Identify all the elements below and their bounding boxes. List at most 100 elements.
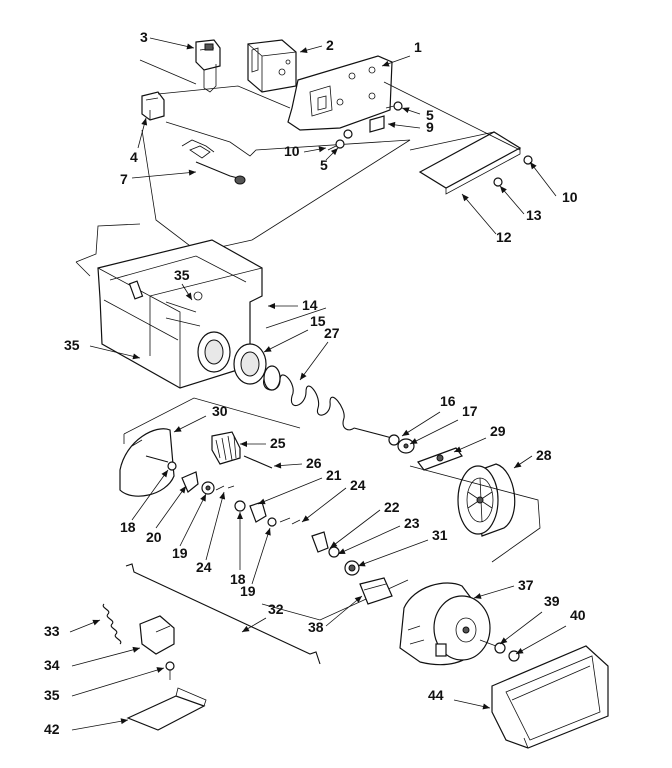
leader-arrow-c22 — [330, 541, 338, 548]
leader-arrow-c26 — [274, 462, 282, 469]
callout-number-c10a: 10 — [284, 143, 300, 159]
callout-number-c22: 22 — [384, 499, 400, 515]
leader-line-c40 — [515, 625, 567, 655]
leader-arrow-c13 — [500, 186, 507, 194]
leader-line-c17 — [409, 419, 459, 445]
callout-number-c27: 27 — [324, 325, 340, 341]
part-32-rod — [125, 563, 321, 665]
leader-arrow-c32 — [242, 625, 250, 632]
leader-line-c7 — [131, 171, 197, 179]
leader-arrow-c19b — [265, 528, 271, 536]
callout-number-c7: 7 — [120, 171, 128, 187]
leader-line-c18a — [131, 469, 169, 521]
part-7-wire — [181, 139, 246, 185]
part-1-bracket — [287, 55, 393, 131]
leader-line-c3 — [149, 37, 195, 49]
leader-arrow-c2 — [300, 47, 308, 54]
callout-number-c42: 42 — [44, 721, 60, 737]
callout-number-c35b: 35 — [64, 337, 80, 353]
leader-line-c16 — [401, 411, 441, 437]
leader-line-c23 — [337, 525, 401, 555]
leader-arrow-c44 — [482, 703, 490, 710]
callout-number-c9: 9 — [426, 119, 434, 135]
leader-arrow-c37 — [474, 593, 482, 599]
part-4-bracket — [141, 91, 165, 121]
callout-number-c26: 26 — [306, 455, 322, 471]
part-33-spring — [102, 603, 122, 645]
leader-arrow-c20 — [179, 486, 186, 494]
leader-arrow-c19a — [200, 494, 206, 502]
callout-number-c25: 25 — [270, 435, 286, 451]
leader-arrow-c23 — [338, 548, 346, 554]
callout-number-c34: 34 — [44, 657, 60, 673]
leader-arrow-c29 — [454, 446, 462, 452]
leader-line-c27 — [299, 341, 329, 381]
callout-number-c3: 3 — [140, 29, 148, 45]
leader-arrow-c18b — [237, 512, 243, 519]
leader-arrow-c35a — [185, 292, 192, 300]
leader-arrow-c35c — [156, 667, 164, 673]
leader-line-c39 — [499, 611, 543, 645]
part-26-shaft — [243, 455, 273, 469]
leader-arrow-c4 — [141, 118, 148, 126]
leader-arrow-c21 — [258, 498, 266, 505]
leader-line-c12 — [461, 193, 497, 235]
callout-number-c18b: 18 — [230, 571, 246, 587]
leader-arrow-c39 — [500, 637, 508, 644]
leader-arrow-c38 — [354, 596, 362, 603]
screws-top — [327, 101, 403, 151]
leader-arrow-c27 — [300, 372, 307, 380]
leader-line-c38 — [325, 595, 363, 627]
leader-arrow-c7 — [188, 169, 196, 176]
part-15-gasket — [233, 343, 267, 385]
callout-number-c37: 37 — [518, 577, 534, 593]
callout-number-c4: 4 — [130, 149, 138, 165]
part-34-clip — [139, 615, 175, 655]
leader-arrow-c17 — [410, 438, 418, 444]
callout-number-c24a: 24 — [196, 559, 212, 575]
callout-number-c31: 31 — [432, 527, 448, 543]
leader-line-c31 — [357, 539, 429, 567]
part-2-relay — [247, 39, 297, 93]
callout-number-c17: 17 — [462, 403, 478, 419]
callout-number-c35c: 35 — [44, 687, 60, 703]
callout-number-c21: 21 — [326, 467, 342, 483]
leader-arrow-c10b — [530, 162, 537, 170]
callout-number-c29: 29 — [490, 423, 506, 439]
callout-number-c10b: 10 — [562, 189, 578, 205]
part-28-wheel — [457, 463, 516, 537]
callout-number-c2: 2 — [326, 37, 334, 53]
callout-number-c18a: 18 — [120, 519, 136, 535]
leader-arrow-c1 — [382, 60, 390, 67]
leader-line-c15 — [263, 329, 309, 353]
callout-number-c40: 40 — [570, 607, 586, 623]
part-29-bracket — [417, 447, 463, 471]
callout-number-c28: 28 — [536, 447, 552, 463]
leader-arrow-c40 — [516, 647, 524, 654]
part-25-coil — [211, 431, 241, 465]
leader-arrow-c33 — [92, 619, 100, 626]
leader-arrow-c15 — [264, 346, 272, 352]
leader-arrow-c34 — [132, 646, 140, 653]
leader-arrow-c18a — [161, 470, 168, 478]
callout-number-c32: 32 — [268, 601, 284, 617]
leader-arrow-c30 — [174, 426, 182, 432]
leader-arrow-c16 — [402, 429, 410, 436]
leader-line-c21 — [257, 477, 323, 505]
leader-arrow-c28 — [514, 461, 522, 468]
callout-number-c24b: 24 — [350, 477, 366, 493]
callout-number-c23: 23 — [404, 515, 420, 531]
part-3-switch — [195, 39, 221, 93]
leader-arrow-c24a — [219, 492, 226, 500]
callout-number-c30: 30 — [212, 403, 228, 419]
callout-number-c16: 16 — [440, 393, 456, 409]
callout-number-c14: 14 — [302, 297, 318, 313]
part-38-bracket — [359, 577, 393, 605]
part-27-auger — [263, 365, 393, 439]
part-30-plate — [119, 428, 175, 497]
part-44-cover — [491, 645, 609, 749]
leader-arrow-c25 — [240, 441, 247, 447]
leader-line-c34 — [71, 647, 141, 667]
linkage-parts — [145, 455, 360, 576]
